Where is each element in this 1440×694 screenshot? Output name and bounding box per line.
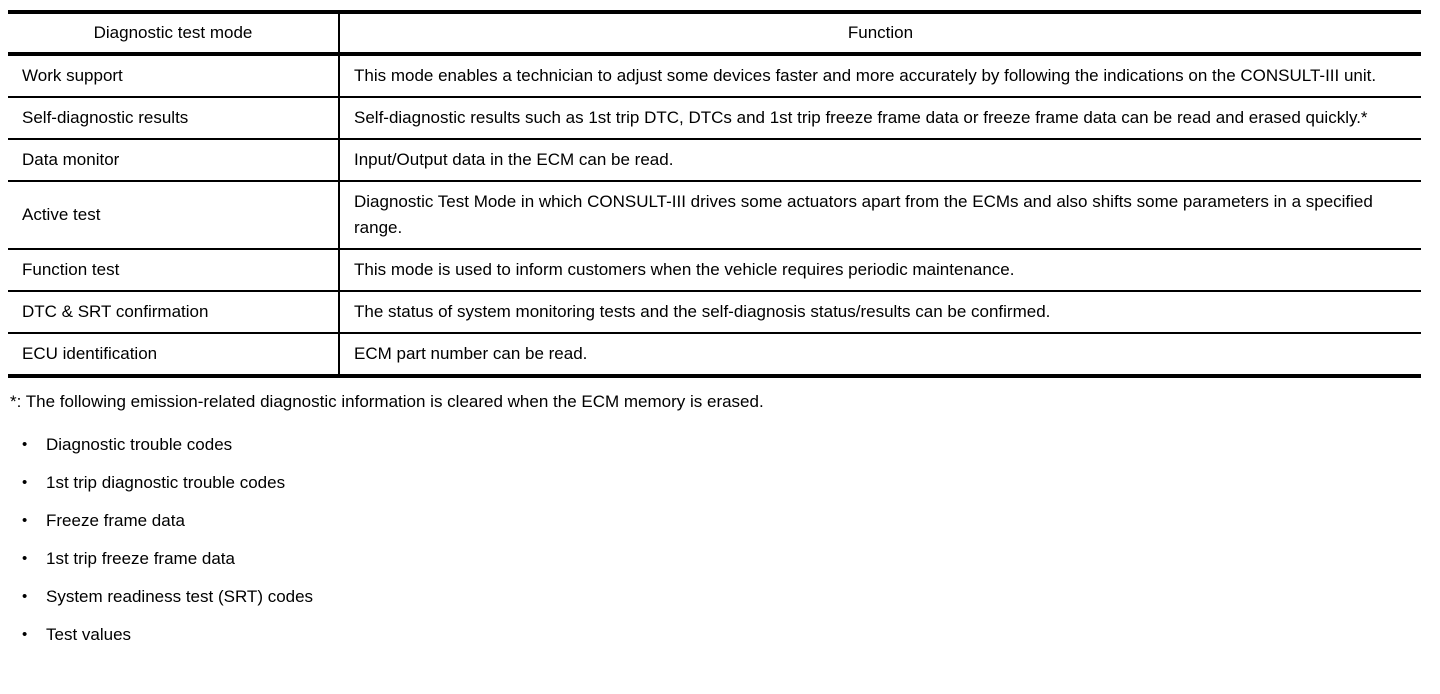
list-item-label: Test values — [46, 625, 132, 644]
cell-function: The status of system monitoring tests an… — [339, 291, 1421, 334]
cell-function: Diagnostic Test Mode in which CONSULT-II… — [339, 181, 1421, 250]
diagnostic-test-mode-table: Diagnostic test mode Function Work suppo… — [8, 10, 1421, 378]
cell-mode: Work support — [8, 54, 340, 98]
cell-mode: ECU identification — [8, 333, 340, 376]
bullet-icon: • — [22, 550, 28, 567]
bullet-list: • Diagnostic trouble codes • 1st trip di… — [8, 432, 1440, 648]
table-row: Data monitor Input/Output data in the EC… — [8, 139, 1421, 182]
cell-function: This mode enables a technician to adjust… — [339, 54, 1421, 98]
list-item-label: System readiness test (SRT) codes — [46, 587, 314, 606]
table-row: DTC & SRT confirmation The status of sys… — [8, 291, 1421, 334]
column-header-diagnostic-test-mode: Diagnostic test mode — [8, 12, 340, 56]
bullet-icon: • — [22, 474, 28, 491]
cell-function: Input/Output data in the ECM can be read… — [339, 139, 1421, 182]
table-row: Work support This mode enables a technic… — [8, 54, 1421, 98]
list-item-label: 1st trip diagnostic trouble codes — [46, 473, 286, 492]
bullet-icon: • — [22, 626, 28, 643]
cell-function: Self-diagnostic results such as 1st trip… — [339, 97, 1421, 140]
cell-function: This mode is used to inform customers wh… — [339, 249, 1421, 292]
list-item: • Freeze frame data — [22, 508, 1440, 534]
cell-mode: Function test — [8, 249, 340, 292]
list-item-label: Freeze frame data — [46, 511, 185, 530]
list-item: • Test values — [22, 622, 1440, 648]
list-item: • Diagnostic trouble codes — [22, 432, 1440, 458]
list-item-label: 1st trip freeze frame data — [46, 549, 235, 568]
list-item: • System readiness test (SRT) codes — [22, 584, 1440, 610]
cell-mode: Active test — [8, 181, 340, 250]
bullet-icon: • — [22, 512, 28, 529]
cell-mode: DTC & SRT confirmation — [8, 291, 340, 334]
list-item: • 1st trip freeze frame data — [22, 546, 1440, 572]
table-row: ECU identification ECM part number can b… — [8, 333, 1421, 376]
cell-mode: Self-diagnostic results — [8, 97, 340, 140]
column-header-function: Function — [339, 12, 1421, 56]
bullet-icon: • — [22, 436, 28, 453]
table-row: Active test Diagnostic Test Mode in whic… — [8, 181, 1421, 250]
bullet-icon: • — [22, 588, 28, 605]
cell-mode: Data monitor — [8, 139, 340, 182]
list-item-label: Diagnostic trouble codes — [46, 435, 233, 454]
list-item: • 1st trip diagnostic trouble codes — [22, 470, 1440, 496]
footnote: *: The following emission-related diagno… — [10, 392, 764, 411]
cell-function: ECM part number can be read. — [354, 344, 588, 363]
table-row: Function test This mode is used to infor… — [8, 249, 1421, 292]
table-header-row: Diagnostic test mode Function — [8, 12, 1421, 56]
table-row: Self-diagnostic results Self-diagnostic … — [8, 97, 1421, 140]
